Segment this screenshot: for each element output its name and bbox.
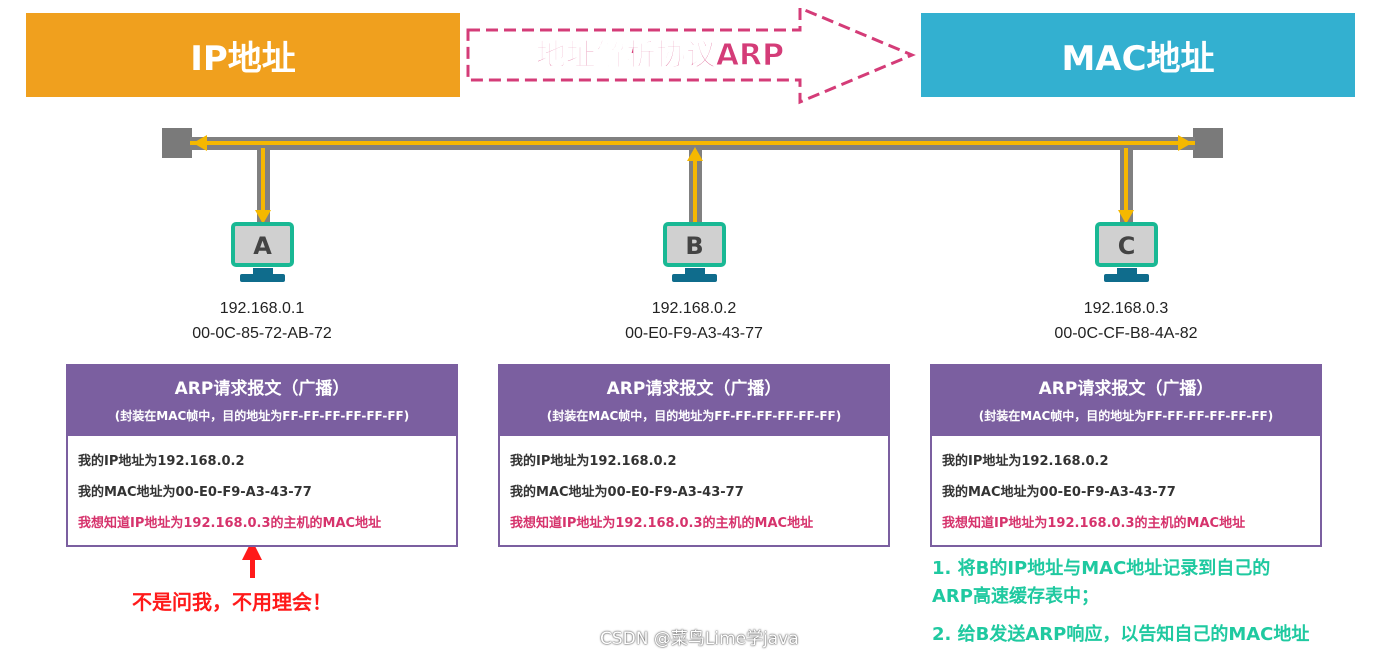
host-ip: 192.168.0.3 [1083, 300, 1169, 317]
bus-terminator-right [1193, 128, 1223, 158]
arp-arrow [466, 5, 916, 105]
watermark: CSDN @菜鸟Lime学java [600, 629, 799, 649]
query-line: 我想知道IP地址为192.168.0.3的主机的MAC地址 [942, 516, 1246, 531]
host-c-note-1b: ARP高速缓存表中； [932, 586, 1099, 607]
box-title: ARP请求报文（广播） [606, 379, 782, 399]
mac-address-banner: MAC地址 [921, 13, 1355, 97]
computer-icon-b [663, 222, 726, 282]
ip-address-banner: IP地址 [26, 13, 460, 97]
bus-signal [190, 141, 1195, 145]
arp-request-box-c: ARP请求报文（广播） (封装在MAC帧中，目的地址为FF-FF-FF-FF-FF… [930, 364, 1322, 547]
bus-terminator-left [162, 128, 192, 158]
arp-request-box-a: ARP请求报文（广播） (封装在MAC帧中，目的地址为FF-FF-FF-FF-FF… [66, 364, 458, 547]
signal-arrow-down-a [255, 210, 271, 224]
host-label-b: B [685, 232, 704, 260]
box-title: ARP请求报文（广播） [174, 379, 350, 399]
sender-mac: 我的MAC地址为00-E0-F9-A3-43-77 [78, 485, 312, 500]
query-line: 我想知道IP地址为192.168.0.3的主机的MAC地址 [510, 516, 814, 531]
host-a-note: 不是问我，不用理会！ [132, 590, 332, 614]
sender-ip: 我的IP地址为192.168.0.2 [510, 454, 677, 469]
host-c-info: 192.168.0.3 00-0C-CF-B8-4A-82 [1006, 296, 1246, 346]
host-c-note-2: 2. 给B发送ARP响应，以告知自己的MAC地址 [932, 624, 1310, 645]
signal-arrow-right [1178, 135, 1192, 151]
sender-ip: 我的IP地址为192.168.0.2 [78, 454, 245, 469]
host-mac: 00-0C-CF-B8-4A-82 [1054, 325, 1198, 342]
computer-icon-c [1095, 222, 1158, 282]
arp-label: 地址解析协议ARP [535, 38, 785, 74]
pointer-arrow-shaft [250, 560, 255, 578]
box-subtitle: (封装在MAC帧中，目的地址为FF-FF-FF-FF-FF-FF) [114, 409, 410, 423]
host-a-info: 192.168.0.1 00-0C-85-72-AB-72 [142, 296, 382, 346]
box-title: ARP请求报文（广播） [1038, 379, 1214, 399]
signal-arrow-up-b [687, 147, 703, 161]
sender-ip: 我的IP地址为192.168.0.2 [942, 454, 1109, 469]
host-label-a: A [253, 232, 272, 260]
sender-mac: 我的MAC地址为00-E0-F9-A3-43-77 [510, 485, 744, 500]
pointer-arrow-up [242, 540, 262, 560]
host-b-info: 192.168.0.2 00-E0-F9-A3-43-77 [574, 296, 814, 346]
computer-icon-a [231, 222, 294, 282]
host-mac: 00-0C-85-72-AB-72 [192, 325, 332, 342]
host-ip: 192.168.0.2 [651, 300, 737, 317]
host-label-c: C [1117, 232, 1136, 260]
box-subtitle: (封装在MAC帧中，目的地址为FF-FF-FF-FF-FF-FF) [978, 409, 1274, 423]
query-line: 我想知道IP地址为192.168.0.3的主机的MAC地址 [78, 516, 382, 531]
signal-arrow-down-c [1118, 210, 1134, 224]
host-ip: 192.168.0.1 [219, 300, 305, 317]
box-subtitle: (封装在MAC帧中，目的地址为FF-FF-FF-FF-FF-FF) [546, 409, 842, 423]
arp-request-box-b: ARP请求报文（广播） (封装在MAC帧中，目的地址为FF-FF-FF-FF-FF… [498, 364, 890, 547]
sender-mac: 我的MAC地址为00-E0-F9-A3-43-77 [942, 485, 1176, 500]
host-c-note-1a: 1. 将B的IP地址与MAC地址记录到自己的 [932, 558, 1271, 579]
host-mac: 00-E0-F9-A3-43-77 [625, 325, 763, 342]
signal-arrow-left [193, 135, 207, 151]
